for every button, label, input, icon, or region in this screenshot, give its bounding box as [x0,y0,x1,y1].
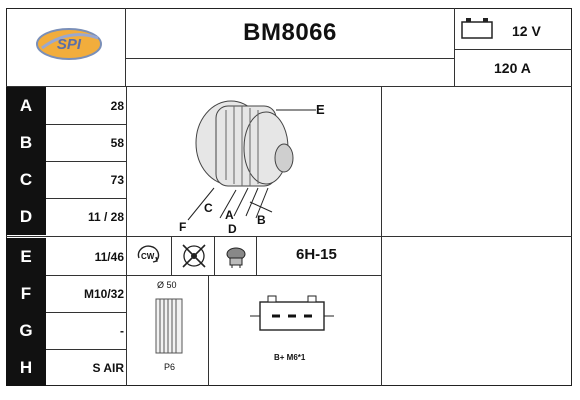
spec-letter: F [6,275,46,312]
voltage: 12 V [512,23,541,39]
divider [454,49,572,50]
logo-icon: SPI [36,28,102,60]
rotation-cw-icon [134,244,162,268]
spec-letter: C [6,161,46,198]
connector-icon [246,292,338,340]
alternator-diagram [176,88,356,234]
spec-letter: G [6,312,46,349]
divider [208,275,209,386]
spec-value: - [120,323,124,338]
divider [125,58,454,59]
spec-value: 11 / 28 [87,209,124,224]
divider [171,236,172,275]
divider [46,275,381,276]
spec-letter: H [6,349,46,386]
label-f: F [179,220,187,234]
spec-letter: E [6,238,46,275]
label-c: C [204,201,213,215]
connector-label: B+ M6*1 [274,353,306,362]
logo-text: SPI [57,36,82,53]
divider [46,349,126,350]
label-d: D [228,222,237,236]
spec-letter: B [6,124,46,161]
divider [46,161,126,162]
battery-icon [460,16,494,40]
datasheet: SPI BM8066 12 V 120 A A 28 B 58 C 73 D 1… [6,8,572,386]
divider [6,236,572,237]
divider [6,86,572,87]
divider [256,236,257,275]
spec-letter: A [6,87,46,124]
divider [46,124,126,125]
divider [381,86,382,386]
spec-value: 73 [110,172,124,187]
divider [126,86,127,386]
part-number: BM8066 [243,19,337,46]
label-e: E [316,102,325,117]
spec-value: 28 [110,98,124,113]
spec-value: 11/46 [94,249,124,264]
pulley-icon [152,295,186,357]
divider [454,8,455,86]
spec-letter: D [6,198,46,235]
spec-value: S AIR [92,360,124,375]
brand-logo: SPI [34,22,104,66]
amperage: 120 A [494,60,531,76]
divider [46,198,126,199]
divider [46,312,126,313]
divider [125,8,126,86]
rotation-label: CW [141,252,155,261]
regulator-code: 6H-15 [296,246,337,263]
pulley-type: P6 [164,362,176,372]
spec-value: M10/32 [83,286,124,301]
divider [214,236,215,275]
label-a: A [225,208,234,222]
fan-crossed-icon [179,241,209,271]
spec-value: 58 [110,135,124,150]
alternator-body [195,100,294,187]
label-b: B [257,213,266,227]
pulley-diameter: Ø 50 [157,280,177,290]
regulator-icon [222,242,250,270]
